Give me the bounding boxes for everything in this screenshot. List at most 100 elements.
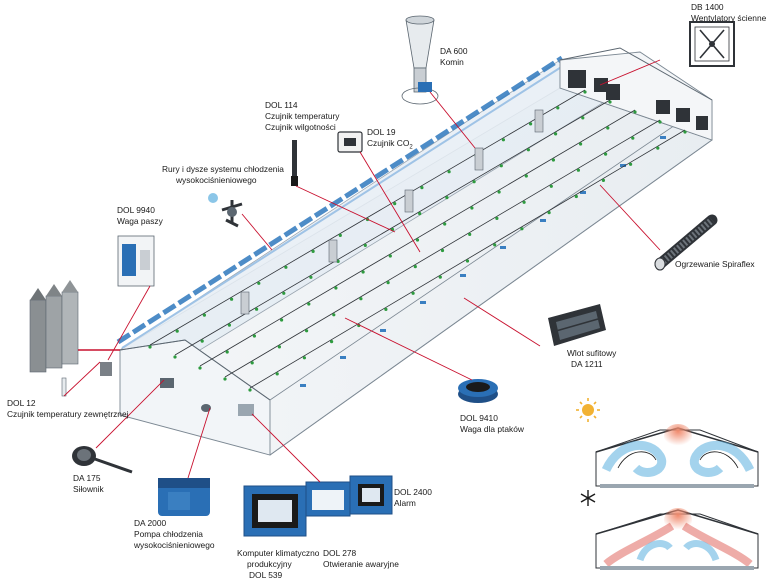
feeder-pan (468, 232, 472, 236)
airflow-diagram-cold (595, 508, 759, 570)
feeder-pan (225, 350, 229, 354)
chimney-da600 (401, 15, 439, 105)
cooling-nozzle (208, 193, 243, 228)
feeder-pan (330, 340, 334, 344)
label-dol9940: DOL 9940 Waga paszy (117, 205, 163, 227)
feeder-pan (501, 138, 505, 142)
end-wall-fans (568, 70, 708, 130)
feeder-pan (520, 227, 524, 231)
feeder-pan (250, 361, 254, 365)
label-dol9940-name: Waga paszy (117, 216, 163, 226)
feeder-pan (493, 243, 497, 247)
label-db1400-name: Wentylatory ścienne (691, 13, 767, 23)
bird-scale-dol9410 (458, 379, 498, 403)
heater-spiraflex (654, 214, 718, 271)
feeder-pan (198, 366, 202, 370)
label-dol19-code: DOL 19 (367, 127, 396, 137)
feeder-pan (443, 222, 447, 226)
feeder-pan (658, 120, 662, 124)
feeder-pan (255, 307, 259, 311)
feeder-pan (497, 190, 501, 194)
feeder-pan (363, 243, 367, 247)
label-spiraflex: Ogrzewanie Spiraflex (675, 259, 755, 270)
actuator-da175 (72, 446, 133, 474)
feeder-pan (529, 122, 533, 126)
label-rury-line1: Rury i dysze systemu chłodzenia (162, 164, 284, 174)
label-dol2400-code: DOL 2400 (394, 487, 432, 497)
feeder-pan (309, 275, 313, 279)
front-door (238, 404, 254, 416)
feeder-pan (524, 174, 528, 178)
label-komputer-line1: Komputer klimatyczno (237, 548, 320, 558)
feeder-pan (200, 339, 204, 343)
feeder-pan (173, 355, 177, 359)
label-spiraflex-name: Ogrzewanie Spiraflex (675, 259, 755, 269)
feeder-pan (302, 356, 306, 360)
label-dol2400: DOL 2400 Alarm (394, 487, 432, 509)
feeder-pan (338, 233, 342, 237)
feeder-pan (583, 90, 587, 94)
airflow-diagram-warm (595, 424, 759, 488)
label-da175: DA 175 Siłownik (73, 473, 104, 495)
roof-chimneys (240, 109, 544, 315)
label-rury-line2: wysokociśnieniowego (176, 175, 257, 185)
feeder-pan (275, 372, 279, 376)
label-db1400-code: DB 1400 (691, 2, 724, 12)
label-da2000: DA 2000 Pompa chłodzenia wysokociśnienio… (134, 518, 215, 551)
feeder-pan (284, 265, 288, 269)
feeder-pan (384, 307, 388, 311)
feeder-pan (252, 334, 256, 338)
leader-lines (63, 59, 661, 483)
feeder-pan (440, 248, 445, 253)
feeder-pan (551, 158, 556, 162)
feeder-pan (277, 345, 281, 349)
label-komputer-line2: produkcyjny (247, 559, 292, 569)
feeder-pan (230, 297, 234, 301)
feeder-pan (415, 238, 420, 242)
feeder-pan (413, 265, 417, 269)
feeder-pan (604, 152, 608, 156)
label-da600-code: DA 600 (440, 46, 468, 56)
feeder-pan (522, 200, 526, 204)
label-db1400: DB 1400 Wentylatory ścienne (691, 2, 766, 24)
feeder-pan (388, 254, 392, 258)
feeder-pan (280, 318, 284, 322)
feeder-pan (554, 132, 558, 136)
feeder-pan (495, 216, 499, 220)
feeder-pan (248, 388, 252, 392)
label-wlot-name: Wlot sufitowy (567, 348, 617, 358)
label-dol278-name: Otwieranie awaryjne (323, 559, 399, 569)
feeder-pan (601, 178, 606, 182)
feeder-pan (223, 377, 227, 381)
feeder-pan (608, 100, 612, 104)
feeder-pan (282, 291, 286, 295)
feeder-pan (683, 130, 687, 134)
feeder-pan (307, 302, 311, 306)
feeder-pan (581, 116, 585, 120)
feeder-pan (447, 170, 451, 174)
label-dol12-code: DOL 12 (7, 398, 36, 408)
feeder-pan (257, 281, 261, 285)
feeder-pan (556, 106, 560, 110)
feeder-pan (465, 259, 470, 263)
feeder-pan (549, 184, 553, 188)
label-da2000-name2: wysokociśnieniowego (134, 540, 215, 550)
side-wall-inlets (300, 136, 666, 387)
label-dol2400-name: Alarm (394, 498, 416, 508)
label-dol9410-name: Waga dla ptaków (460, 424, 524, 434)
poultry-house-building (100, 47, 713, 456)
label-komputer: Komputer klimatyczno produkcyjny DOL 539 (237, 548, 319, 581)
label-dol9410-code: DOL 9410 (460, 413, 498, 423)
label-dol9940-code: DOL 9940 (117, 205, 155, 215)
feeder-pan (332, 313, 336, 317)
wall-fan-db1400 (689, 21, 735, 67)
ceiling-inlet-da1211 (548, 304, 606, 346)
label-dol114-name1: Czujnik temperatury (265, 111, 340, 121)
label-komputer-code: DOL 539 (249, 570, 283, 580)
front-panel (160, 378, 174, 388)
label-dol19-sub: 2 (409, 144, 413, 151)
feeder-pan (420, 186, 424, 190)
feeder-pan (526, 148, 531, 152)
feeder-pan (202, 313, 206, 317)
